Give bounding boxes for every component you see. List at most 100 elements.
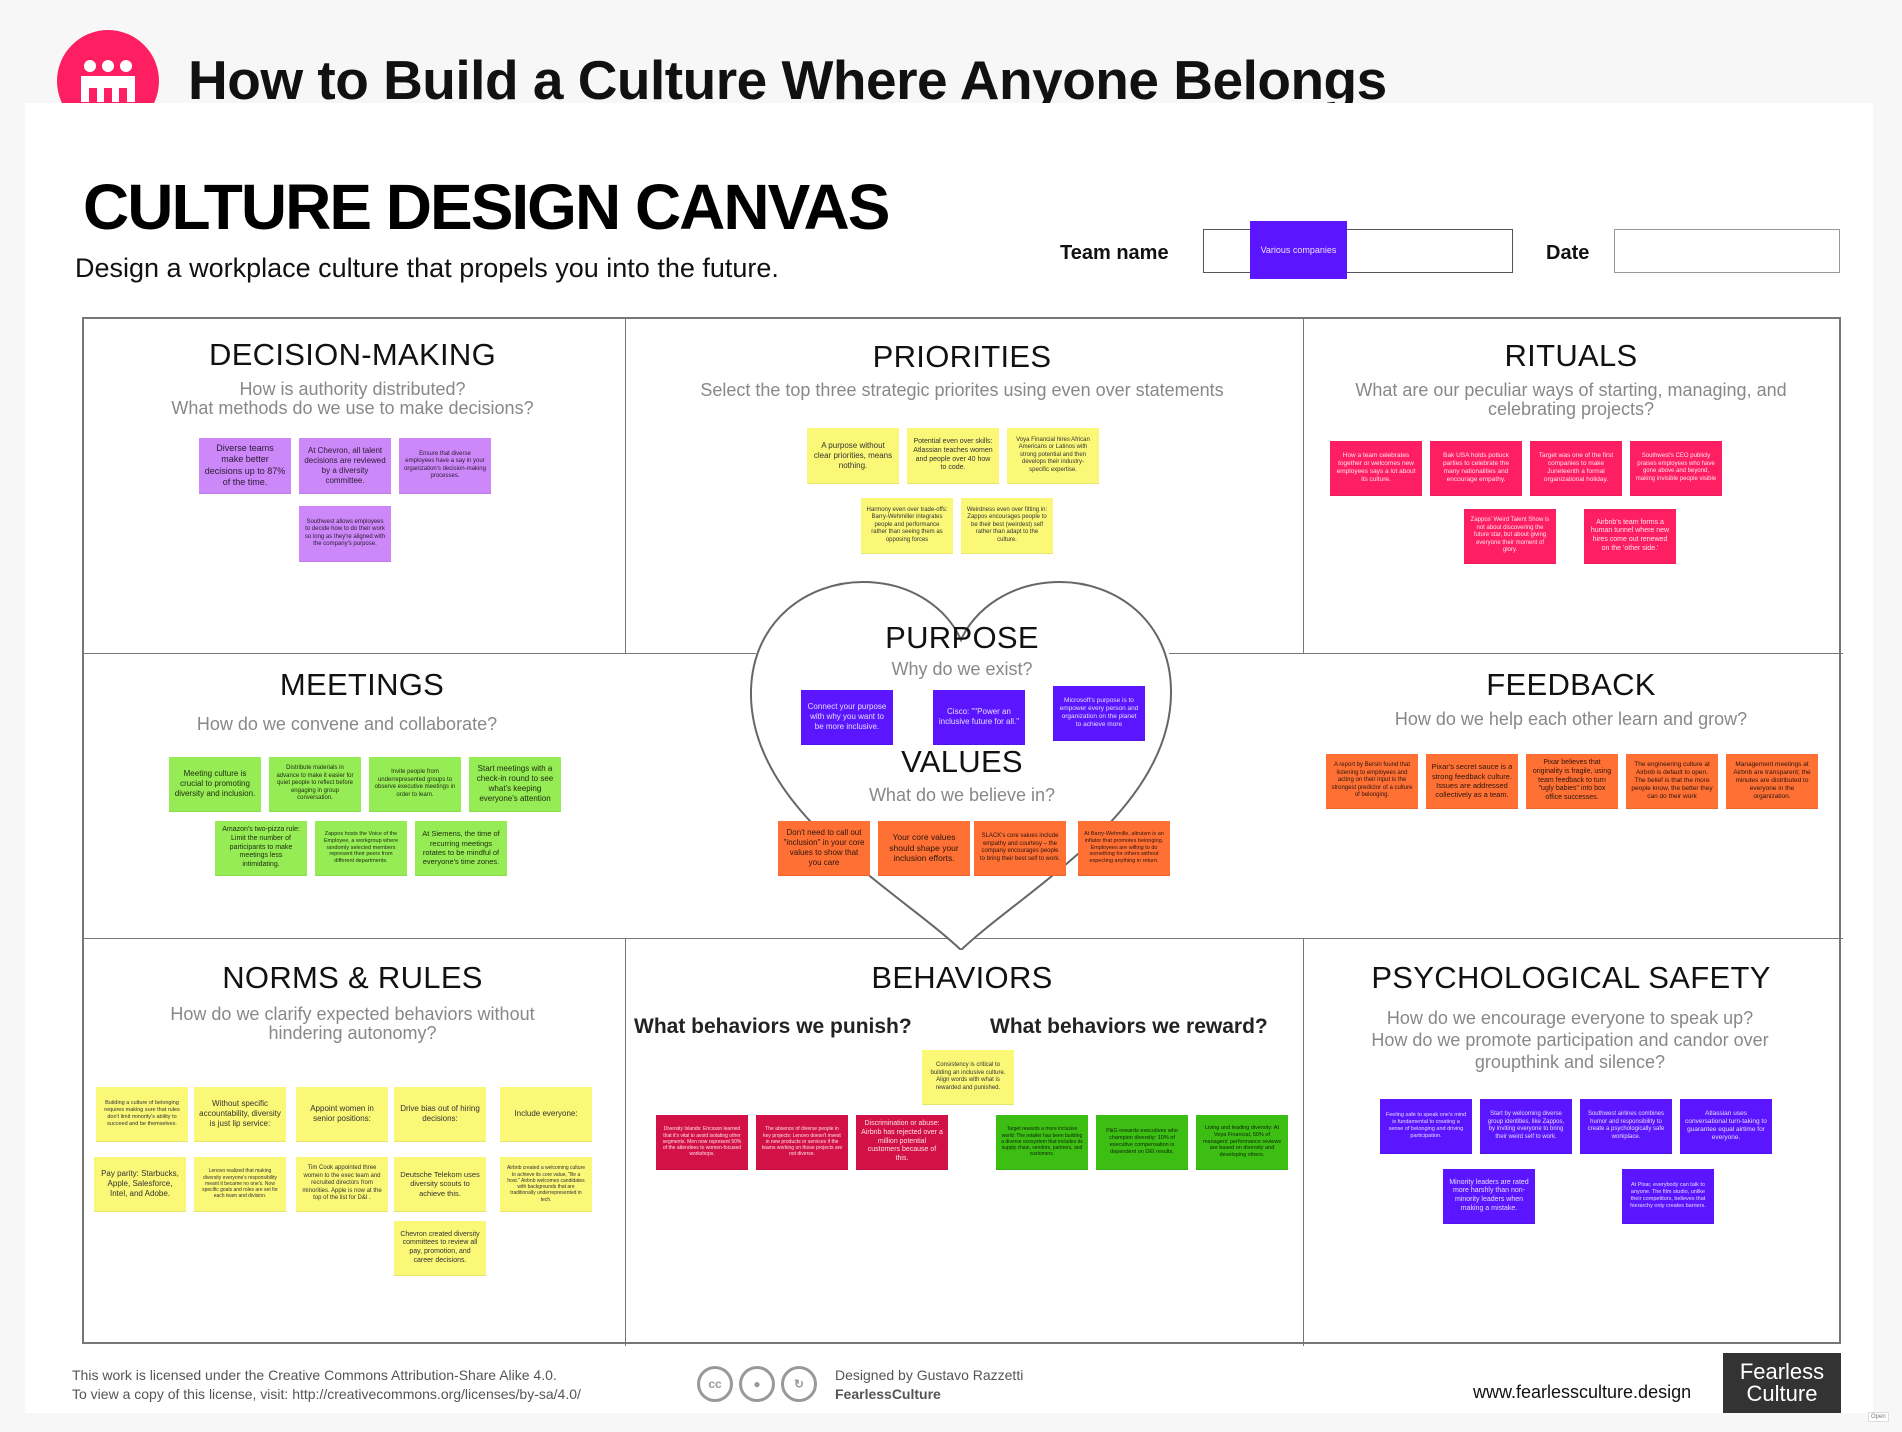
sticky-note[interactable]: Zappos hosts the Voice of the Employee, … [315,821,407,876]
sticky-note[interactable]: At Siemens, the time of recurring meetin… [415,821,507,876]
sticky-note[interactable]: Southwest airlines combines humor and re… [1580,1099,1672,1154]
sticky-note[interactable]: Drive bias out of hiring decisions: [394,1087,486,1142]
sticky-note[interactable]: Bak USA holds potluck parties to celebra… [1430,441,1522,496]
section-title-decision-making: DECISION-MAKING [209,337,496,372]
sticky-note[interactable]: At Pixar, everybody can talk to anyone. … [1622,1169,1714,1224]
sticky-note[interactable]: Pay parity: Starbucks, Apple, Salesforce… [94,1157,186,1212]
sticky-note[interactable]: Tim Cook appointed three women to the ex… [296,1157,388,1212]
sticky-note[interactable]: Harmony even over trade-offs: Barry-Wehm… [861,498,953,554]
section-title-psychological-safety: PSYCHOLOGICAL SAFETY [1371,960,1771,995]
section-question: How do we convene and collaborate? [196,714,498,734]
sticky-note[interactable]: Amazon's two-pizza rule: Limit the numbe… [215,821,307,876]
date-field[interactable] [1614,229,1840,273]
sticky-note[interactable]: Start meetings with a check-in round to … [469,757,561,812]
section-question: Select the top three strategic priorites… [700,380,1224,400]
sticky-note[interactable]: Southwest's CEO publicly praises employe… [1630,441,1722,496]
sticky-note[interactable]: Target was one of the first companies to… [1530,441,1622,496]
section-question: How do we encourage everyone to speak up… [1371,1008,1769,1072]
section-title-behaviors: BEHAVIORS [871,960,1053,995]
sticky-note[interactable]: Microsoft's purpose is to empower every … [1053,686,1145,741]
section-question: How do we clarify expected behaviors wit… [170,1004,535,1043]
sticky-note[interactable]: Appoint women in senior positions: [296,1087,388,1142]
sticky-note[interactable]: At Chevron, all talent decisions are rev… [299,438,391,494]
sticky-note[interactable]: Minority leaders are rated more harshly … [1443,1169,1535,1224]
sticky-note[interactable]: Lenovo realized that making diversity ev… [194,1157,286,1212]
section-question: What are our peculiar ways of starting, … [1355,380,1787,419]
logo-line-2: Culture [1746,1381,1818,1406]
designed-by: Designed by Gustavo Razzetti [835,1367,1024,1383]
section-title-meetings: MEETINGS [279,667,445,702]
cc-icons: cc ● ↻ [697,1366,817,1402]
sticky-note[interactable]: Deutsche Telekom uses diversity scouts t… [394,1157,486,1212]
sticky-note[interactable]: Airbnb's team forms a human tunnel where… [1584,509,1676,564]
attribution-icon: ● [739,1366,775,1402]
license-link[interactable]: To view a copy of this license, visit: h… [72,1386,581,1402]
sticky-note[interactable]: A purpose without clear priorities, mean… [807,428,899,484]
sticky-note[interactable]: Without specific accountability, diversi… [194,1087,286,1142]
fearless-culture-logo: Fearless Culture [1723,1353,1841,1413]
sticky-note[interactable]: Ensure that diverse employees have a say… [399,438,491,494]
sticky-note[interactable]: The engineering culture at Airbnb is def… [1626,754,1718,809]
sticky-note[interactable]: Voya Financial hires African Americans o… [1007,428,1099,484]
sticky-note[interactable]: Consistency is critical to building an i… [922,1050,1014,1105]
divider [625,319,626,654]
divider [1303,938,1304,1346]
sticky-note[interactable]: Building a culture of belonging requires… [96,1087,188,1142]
divider [84,653,756,654]
sticky-note[interactable]: SLACK's core values include empathy and … [974,821,1066,876]
sticky-note[interactable]: Target rewards a more inclusive world: T… [996,1115,1088,1170]
sticky-note[interactable]: Discrimination or abuse: Airbnb has reje… [856,1115,948,1170]
canvas-title: CULTURE DESIGN CANVAS [83,171,890,243]
sticky-note[interactable]: Diversity Islands: Ericsson learned that… [656,1115,748,1170]
sticky-note[interactable]: Don't need to call out "inclusion" in yo… [778,821,870,876]
sticky-note[interactable]: Pixar believes that originality is fragi… [1526,754,1618,809]
punish-label: What behaviors we punish? [634,1015,912,1038]
logo-line-1: Fearless [1739,1359,1825,1384]
sticky-note[interactable]: Weirdness even over fitting in: Zappos e… [961,498,1053,554]
sticky-note[interactable]: Feeling safe to speak one's mind is fund… [1380,1099,1472,1154]
sticky-note[interactable]: Meeting culture is crucial to promoting … [169,757,261,812]
sticky-note[interactable]: Your core values should shape your inclu… [878,821,970,876]
sticky-note[interactable]: Living and leading diversity: At Voya Fi… [1196,1115,1288,1170]
sticky-note[interactable]: Distribute materials in advance to make … [269,757,361,812]
date-label: Date [1546,242,1590,264]
section-title-values: VALUES [901,744,1023,779]
license-text: This work is licensed under the Creative… [72,1366,581,1404]
sticky-note[interactable]: Southwest allows employees to decide how… [299,506,391,562]
divider [625,938,626,1346]
sticky-note[interactable]: Start by welcoming diverse group identit… [1480,1099,1572,1154]
sticky-note[interactable]: A report by Bersin found that listening … [1326,754,1418,809]
sticky-note[interactable]: Atlassian uses conversational turn-takin… [1680,1099,1772,1154]
sticky-note[interactable]: How a team celebrates together or welcom… [1330,441,1422,496]
sticky-note[interactable]: At Barry-Wehmille, altruism is an inflat… [1078,821,1170,876]
sticky-note[interactable]: Chevron created diversity committees to … [394,1221,486,1276]
sticky-note[interactable]: Connect your purpose with why you want t… [801,690,893,745]
reward-label: What behaviors we reward? [990,1015,1268,1038]
section-question: What do we believe in? [868,785,1056,805]
team-name-sticky[interactable]: Various companies [1250,221,1347,279]
divider [1303,319,1304,654]
page-title: How to Build a Culture Where Anyone Belo… [188,49,1387,111]
sticky-note[interactable]: Cisco: ""Power an inclusive future for a… [933,690,1025,745]
sticky-note[interactable]: Diverse teams make better decisions up t… [199,438,291,494]
sticky-note[interactable]: Zappos' Weird Talent Show is not about d… [1464,509,1556,564]
sticky-note[interactable]: The absence of diverse people in key pro… [756,1115,848,1170]
sticky-note[interactable]: Airbnb created a welcoming culture to ac… [500,1157,592,1212]
canvas-subtitle: Design a workplace culture that propels … [75,253,779,283]
sticky-note[interactable]: Potential even over skills: Atlassian te… [907,428,999,484]
sticky-note[interactable]: Management meetings at Airbnb are transp… [1726,754,1818,809]
section-title-feedback: FEEDBACK [1486,667,1656,702]
sticky-note[interactable]: P&G rewards executives who champion dive… [1096,1115,1188,1170]
open-button[interactable]: Open [1868,1412,1889,1422]
people-group-icon [81,60,135,102]
section-title-norms-rules: NORMS & RULES [222,960,483,995]
sticky-note[interactable]: Include everyone: [500,1087,592,1142]
designer-credit: Designed by Gustavo Razzetti FearlessCul… [835,1366,1023,1404]
section-title-priorities: PRIORITIES [872,339,1052,374]
website-link[interactable]: www.fearlessculture.design [1473,1382,1692,1402]
share-alike-icon: ↻ [781,1366,817,1402]
sticky-note[interactable]: Pixar's secret sauce is a strong feedbac… [1426,754,1518,809]
license-line-1: This work is licensed under the Creative… [72,1367,557,1383]
section-title-rituals: RITUALS [1504,338,1638,373]
sticky-note[interactable]: Invite people from underrepresented grou… [369,757,461,812]
